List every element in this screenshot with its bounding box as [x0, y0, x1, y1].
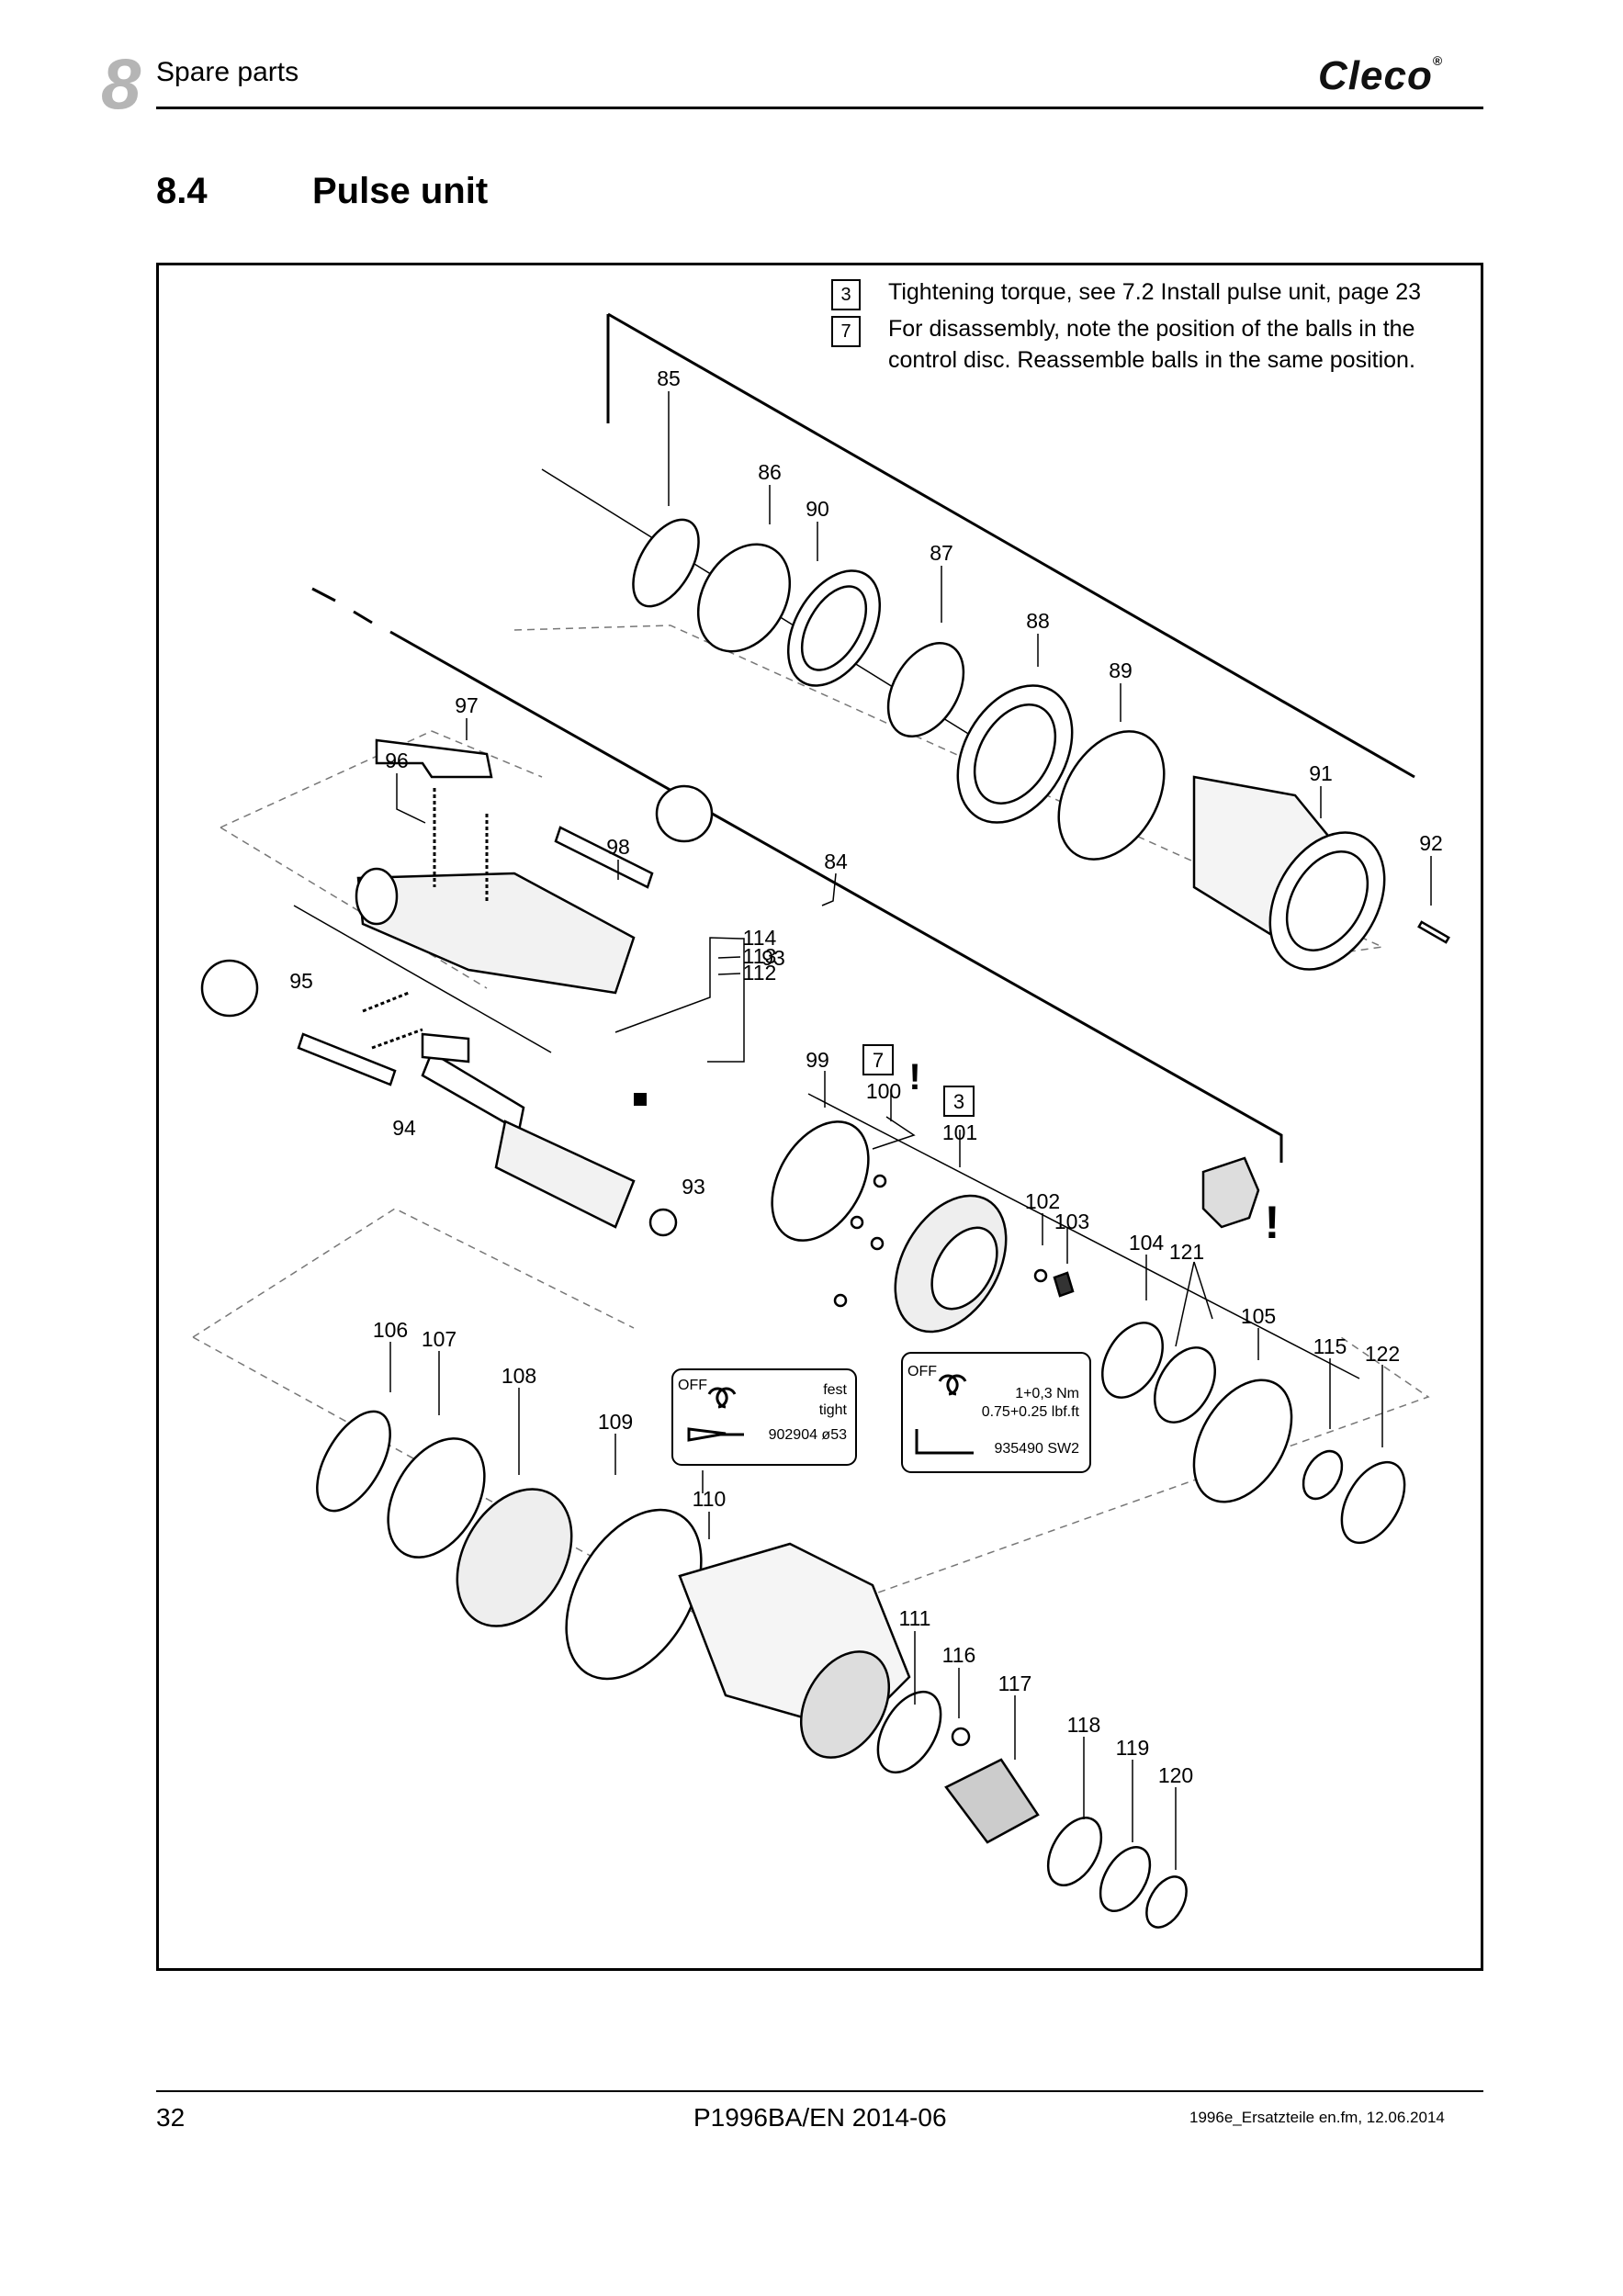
part-label-99: 99: [806, 1048, 829, 1072]
part-label-113: 113: [743, 944, 777, 968]
part-label-115: 115: [1313, 1334, 1347, 1358]
part-label-116: 116: [942, 1643, 976, 1667]
part-label-111: 111: [899, 1606, 931, 1630]
section-title: Pulse unit: [312, 171, 489, 211]
tool-label-right-torque-lbf: 0.75+0.25 lbf.ft: [982, 1404, 1080, 1420]
warning-exclamation-2: !: [1265, 1197, 1280, 1248]
part-label-98: 98: [606, 835, 630, 859]
callout-box-3: 3: [953, 1090, 964, 1113]
part-label-107: 107: [422, 1327, 456, 1351]
part-label-104: 104: [1129, 1231, 1165, 1255]
document-id: P1996BA/EN 2014-06: [693, 2103, 947, 2132]
brand-logo: Cleco®: [1318, 53, 1443, 99]
part-label-100: 100: [866, 1079, 901, 1103]
file-reference: 1996e_Ersatzteile en.fm, 12.06.2014: [1189, 2109, 1445, 2126]
exploded-view-diagram: 85 86 90 87 88 89 91 92 97 96 98 84 114 …: [156, 263, 1483, 1971]
part-label-94: 94: [392, 1116, 416, 1140]
footer-rule: [156, 2090, 1483, 2092]
part-label-105: 105: [1241, 1304, 1276, 1328]
note-text-torque: Tightening torque, see 7.2 Install pulse…: [888, 279, 1422, 305]
notes-block: 3 Tightening torque, see 7.2 Install pul…: [831, 277, 1474, 380]
diagram-frame: [156, 263, 1483, 1971]
part-label-106: 106: [373, 1318, 408, 1342]
part-label-102: 102: [1025, 1189, 1060, 1213]
part-label-95: 95: [289, 969, 313, 993]
page-number: 32: [156, 2103, 186, 2132]
part-label-108: 108: [502, 1364, 536, 1388]
part-label-92: 92: [1419, 831, 1443, 855]
tool-label-left-fest: fest: [823, 1382, 847, 1398]
part-label-122: 122: [1365, 1342, 1400, 1366]
note-row-2: 7 For disassembly, note the position of …: [831, 314, 1474, 377]
part-label-103: 103: [1054, 1210, 1089, 1233]
part-label-93: 93: [682, 1175, 705, 1199]
part-label-89: 89: [1109, 658, 1133, 682]
part-label-117: 117: [998, 1671, 1032, 1695]
part-label-90: 90: [806, 497, 829, 521]
tool-label-right-off: OFF: [907, 1364, 937, 1379]
note-row-1: 3 Tightening torque, see 7.2 Install pul…: [831, 277, 1474, 310]
note-text-balls: For disassembly, note the position of th…: [888, 316, 1415, 373]
page-header: 8 Spare parts Cleco®: [0, 0, 1623, 119]
part-label-91: 91: [1309, 761, 1333, 785]
tool-label-left-off: OFF: [678, 1378, 707, 1393]
part-label-114: 114: [743, 926, 777, 950]
part-label-119: 119: [1116, 1736, 1150, 1760]
part-label-120: 120: [1158, 1763, 1193, 1787]
note-box-3: 3: [831, 279, 861, 310]
part-label-96: 96: [385, 748, 409, 772]
part-label-88: 88: [1026, 609, 1050, 633]
part-label-97: 97: [455, 693, 479, 717]
part-label-87: 87: [930, 541, 953, 565]
tool-label-right-code: 935490 SW2: [994, 1441, 1079, 1457]
section-number: 8.4: [156, 171, 208, 211]
part-label-93-group: 93: [761, 946, 785, 970]
part-label-110: 110: [693, 1487, 727, 1511]
callout-box-7: 7: [873, 1049, 884, 1072]
chapter-number: 8: [101, 43, 141, 124]
part-label-84: 84: [824, 850, 848, 873]
warning-exclamation-1: !: [908, 1057, 920, 1097]
part-label-118: 118: [1067, 1713, 1101, 1737]
part-label-121: 121: [1169, 1240, 1204, 1264]
note-box-7: 7: [831, 316, 861, 347]
part-label-112: 112: [743, 961, 777, 985]
brand-name: Cleco: [1318, 53, 1433, 98]
part-label-109: 109: [598, 1410, 633, 1434]
tool-label-right-torque-nm: 1+0,3 Nm: [1015, 1386, 1079, 1401]
part-label-85: 85: [657, 366, 681, 390]
chapter-title: Spare parts: [156, 57, 299, 87]
header-rule: [156, 107, 1483, 109]
tool-label-left-tight: tight: [819, 1402, 848, 1418]
tool-label-left-code: 902904 ø53: [769, 1427, 848, 1443]
part-label-101: 101: [942, 1120, 977, 1144]
brand-registered-mark: ®: [1432, 53, 1444, 68]
part-label-86: 86: [758, 460, 782, 484]
